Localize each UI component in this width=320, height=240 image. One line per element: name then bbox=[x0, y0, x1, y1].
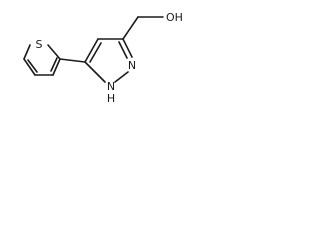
thiophene-ring bbox=[23, 44, 61, 76]
bond-c4-c5 bbox=[52, 58, 61, 76]
bond-c3-n2-double bbox=[118, 41, 128, 59]
atom-nitrogen-n2: N bbox=[128, 59, 136, 72]
bond-c5-s bbox=[47, 44, 61, 60]
atom-hydroxyl: OH bbox=[166, 11, 183, 24]
bond-c4-c5-double bbox=[50, 57, 58, 72]
atom-sulfur: S bbox=[36, 38, 43, 51]
atom-hydrogen-n1: H bbox=[107, 92, 115, 105]
bond-s-c2 bbox=[23, 44, 31, 60]
bond-n2-n1 bbox=[114, 71, 129, 83]
chemical-structure: S N N H OH bbox=[23, 11, 183, 105]
bond-c5-c4-double bbox=[89, 42, 102, 63]
atom-nitrogen-n1: N bbox=[107, 80, 115, 93]
pyrazole-ring bbox=[84, 38, 133, 83]
bond-c5-c4 bbox=[84, 38, 99, 63]
bond-c2-c3 bbox=[23, 58, 36, 76]
bond-c3-ch2 bbox=[122, 16, 139, 40]
bond-thiophene-pyrazole bbox=[59, 58, 86, 63]
bond-c2-c3-double bbox=[27, 59, 38, 73]
bond-n1-c5 bbox=[84, 61, 106, 83]
bond-c3-n2 bbox=[122, 38, 133, 58]
